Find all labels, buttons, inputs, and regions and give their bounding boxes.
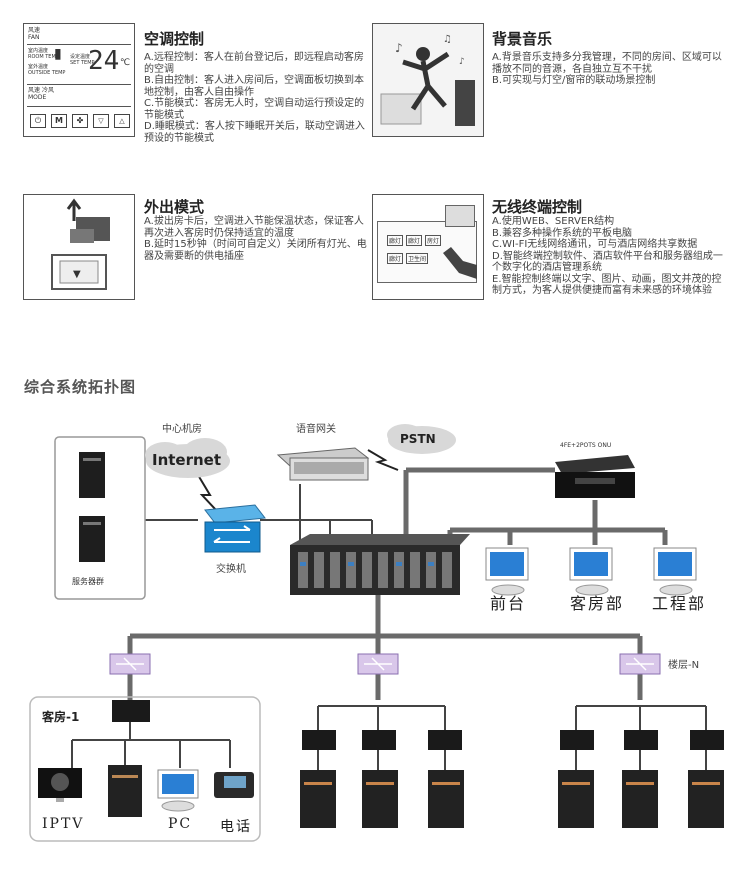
mode-button[interactable]: M xyxy=(51,114,67,128)
feature-title-wireless: 无线终端控制 xyxy=(492,198,583,216)
pc-label: PC xyxy=(168,816,193,832)
svg-text:▼: ▼ xyxy=(73,269,81,280)
set-temp-label: 设定温度 xyxy=(70,54,91,60)
list-item: E.智能控制终端以文字、图片、动画，图文并茂的控制方式，为客人提供便捷而富有未来… xyxy=(492,273,722,297)
ac-panel-illustration: 风速 FAN 室内温度 ROOM TEMP ▮ 室外温度 OUTSIDE TEM… xyxy=(23,23,135,137)
room1-label: 客房-1 xyxy=(42,710,80,724)
fan-label: 风速 xyxy=(28,27,41,34)
switch-label: 交换机 xyxy=(216,564,246,575)
onu-label: 4FE+2POTS ONU xyxy=(560,442,612,449)
power-button[interactable]: ⏻ xyxy=(30,114,46,128)
list-item: A.使用WEB、SERVER结构 xyxy=(492,216,615,227)
engineering-label: 工程部 xyxy=(652,594,707,613)
room-temp-label: 室内温度 xyxy=(28,48,49,54)
list-item: D.智能终端控制软件、酒店软件平台和服务器组成一个数字化的酒店管理系统 xyxy=(492,250,723,274)
feature-list-music: A.背景音乐支持多分我管理，不同的房间、区域可以播放不同的音源，各自独立互不干扰… xyxy=(492,52,724,87)
hand-icon xyxy=(443,247,477,279)
panel-button[interactable]: 廊灯 xyxy=(387,235,404,246)
pstn-label: PSTN xyxy=(400,432,436,446)
wireless-illustration: 廊灯 廊灯 房灯 廊灯 卫生间 xyxy=(372,194,484,300)
up-button[interactable]: △ xyxy=(114,114,130,128)
feature-title-away: 外出模式 xyxy=(144,198,205,216)
list-item: B.兼容多种操作系统的平板电脑 xyxy=(492,227,633,239)
panel-button[interactable]: 房灯 xyxy=(425,235,442,246)
room-temp-en-label: ROOM TEMP xyxy=(28,54,59,60)
topology-title: 综合系统拓扑图 xyxy=(24,378,137,396)
outside-en-label: OUTSIDE TEMP xyxy=(28,70,66,76)
mode-label: 风速 xyxy=(28,87,41,94)
server-group-label: 服务器群 xyxy=(72,577,104,586)
svg-text:♫: ♫ xyxy=(443,34,452,45)
list-item: C.WI-FI无线网络通讯，可与酒店网络共享数据 xyxy=(492,239,698,250)
list-item: B.延时15秒钟（时间可自定义）关闭所有灯光、电器及需要断的供电插座 xyxy=(144,239,367,262)
feature-title-music: 背景音乐 xyxy=(492,30,553,48)
feature-list-away: A.拔出房卡后，空调进入节能保温状态，保证客人再次进入客房时仍保持适宜的温度 B… xyxy=(144,216,370,262)
svg-text:♪: ♪ xyxy=(395,41,403,55)
away-mode-illustration: ▼ xyxy=(23,194,135,300)
set-temp-en-label: SET TEMP xyxy=(70,60,95,66)
temp-unit: ℃ xyxy=(120,58,131,68)
panel-button[interactable]: 廊灯 xyxy=(387,253,404,264)
list-item: A.拔出房卡后，空调进入节能保温状态，保证客人再次进入客房时仍保持适宜的温度 xyxy=(144,216,364,239)
panel-button[interactable]: 卫生间 xyxy=(406,253,429,264)
internet-label: Internet xyxy=(152,451,222,469)
list-item: A.远程控制：客人在前台登记后，即远程启动客房的空调 xyxy=(144,52,364,75)
floor-n-label: 楼层-N xyxy=(668,660,700,671)
card-slot-icon: ▼ xyxy=(51,198,110,290)
housekeeping-label: 客房部 xyxy=(570,594,625,613)
list-item: C.节能模式：客房无人时，空调自动运行预设定的节能模式 xyxy=(144,98,365,121)
keypad-icon xyxy=(445,205,475,227)
dancing-person-icon: ♪ ♫ ♪ xyxy=(380,34,475,126)
list-item: D.睡眠模式：客人按下睡眠开关后，联动空调进入预设的节能模式 xyxy=(144,121,365,144)
outside-label: 室外温度 xyxy=(28,64,49,70)
music-illustration: ♪ ♫ ♪ xyxy=(372,23,484,137)
fan-en-label: FAN xyxy=(28,34,40,41)
voice-gateway-label: 语音网关 xyxy=(296,424,336,435)
list-item: B.自由控制：客人进入房间后，空调面板切换到本地控制，由客人自由操作 xyxy=(144,75,365,98)
feature-list-wireless: A.使用WEB、SERVER结构 B.兼容多种操作系统的平板电脑 C.WI-FI… xyxy=(492,216,724,297)
feature-list-ac: A.远程控制：客人在前台登记后，即远程启动客房的空调 B.自由控制：客人进入房间… xyxy=(144,52,372,144)
feature-title-ac: 空调控制 xyxy=(144,30,205,48)
list-item: A.背景音乐支持多分我管理，不同的房间、区域可以播放不同的音源，各自独立互不干扰 xyxy=(492,52,722,75)
iptv-label: IPTV xyxy=(42,816,85,832)
svg-text:♪: ♪ xyxy=(459,57,465,67)
down-button[interactable]: ▽ xyxy=(93,114,109,128)
phone-label: 电话 xyxy=(220,819,252,835)
center-room-label: 中心机房 xyxy=(162,424,202,435)
panel-button[interactable]: 廊灯 xyxy=(406,235,423,246)
fan-button[interactable]: ✤ xyxy=(72,114,88,128)
mode-value: 冷风 xyxy=(41,87,54,94)
list-item: B.可实现与灯空/窗帘的联动场景控制 xyxy=(492,75,656,86)
mode-en-label: MODE xyxy=(28,94,47,101)
front-desk-label: 前台 xyxy=(490,594,527,613)
room-temp-icon: ▮ xyxy=(54,46,62,62)
temp-value: 24 xyxy=(88,46,120,76)
